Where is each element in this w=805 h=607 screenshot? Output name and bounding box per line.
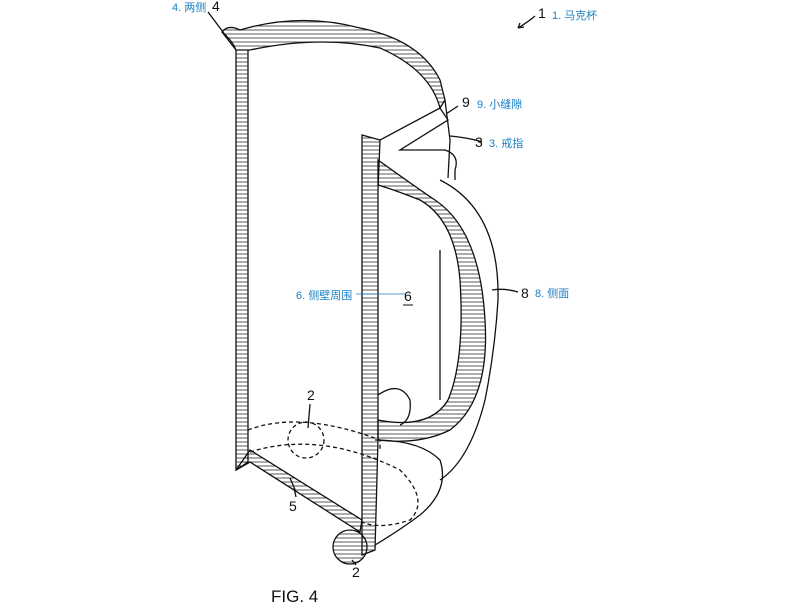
rim xyxy=(221,19,446,110)
ring xyxy=(379,107,457,180)
label-ring: 3. 戒指 xyxy=(489,138,524,150)
label-small-gap: 9. 小缝隙 xyxy=(477,99,523,111)
ref-2-top: 2 xyxy=(307,387,315,403)
ref-8: 8 xyxy=(521,285,529,301)
figure-caption: FIG. 4 xyxy=(271,587,319,606)
ring-marker-top xyxy=(287,421,325,459)
ring-marker-bottom xyxy=(332,529,368,565)
ref-1: 1 xyxy=(538,5,546,21)
ref-4: 4 xyxy=(212,0,220,14)
ref-5: 5 xyxy=(289,498,297,514)
label-sidewall-perimeter: 6. 侧壁周围 xyxy=(296,290,353,302)
ref-9: 9 xyxy=(462,94,470,110)
label-sides: 4. 两侧 xyxy=(172,2,207,14)
center-wall xyxy=(361,134,381,556)
label-side: 8. 侧面 xyxy=(535,288,570,300)
ref-6: 6 xyxy=(404,288,412,304)
base xyxy=(235,449,363,534)
ref-2-bottom: 2 xyxy=(352,564,360,580)
label-mug: 1. 马克杯 xyxy=(552,10,598,22)
left-wall xyxy=(235,50,249,472)
ref-3: 3 xyxy=(475,134,483,150)
